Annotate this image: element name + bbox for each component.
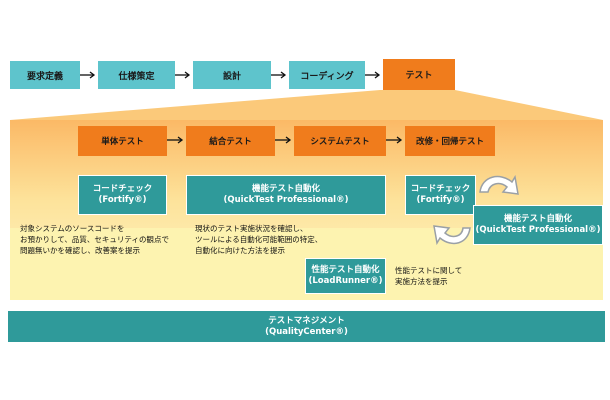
phase-test: テスト [383, 59, 455, 90]
note-line: 問題無いかを確認し、改善案を提示 [20, 246, 140, 255]
note-line: 実施方法を提示 [395, 277, 448, 286]
cycle-arrow-top [479, 174, 519, 195]
tool-code-check-left: コードチェック (Fortify®) [78, 175, 167, 215]
tool-functional-test-right: 機能テスト自動化 (QuickTest Professional®) [473, 205, 603, 245]
tool-name: 性能テスト自動化 [311, 265, 380, 275]
note-line: 自動化に向けた方法を提示 [195, 246, 285, 255]
note-line: 対象システムのソースコードを [20, 224, 125, 233]
phase-coding: コーディング [289, 61, 365, 89]
step-regression-test: 改修・回帰テスト [405, 126, 495, 156]
test-management-bar: テストマネジメント (QualityCenter®) [8, 311, 605, 342]
note-line: ツールによる自動化可能範囲の特定、 [195, 235, 323, 244]
tool-product: (LoadRunner®) [308, 276, 383, 286]
management-name: テストマネジメント [268, 315, 345, 326]
phase-specification: 仕様策定 [98, 61, 175, 89]
note-line: お預かりして、品質、セキュリティの観点で [20, 235, 169, 244]
tool-name: コードチェック [410, 184, 471, 194]
tool-performance-test: 性能テスト自動化 (LoadRunner®) [305, 258, 386, 294]
step-unit-test: 単体テスト [78, 126, 167, 156]
note-performance: 性能テストに関して 実施方法を提示 [395, 265, 462, 287]
phase-arrows [80, 71, 381, 79]
step-system-test: システムテスト [294, 126, 386, 156]
management-product: (QualityCenter®) [265, 326, 348, 337]
tool-product: (Fortify®) [416, 195, 465, 205]
note-code-check: 対象システムのソースコードを お預かりして、品質、セキュリティの観点で 問題無い… [20, 223, 169, 256]
note-line: 性能テストに関して [395, 266, 463, 275]
note-line: 現状のテスト実施状況を確認し、 [195, 224, 308, 233]
tool-product: (Fortify®) [98, 195, 147, 205]
phase-requirements: 要求定義 [10, 61, 80, 89]
tool-name: 機能テスト自動化 [503, 214, 572, 224]
tool-name: コードチェック [92, 184, 153, 194]
phase-design: 設計 [193, 61, 271, 89]
step-integration-test: 結合テスト [186, 126, 275, 156]
tool-product: (QuickTest Professional®) [223, 195, 349, 205]
tool-product: (QuickTest Professional®) [475, 225, 601, 235]
tool-code-check-right: コードチェック (Fortify®) [405, 175, 476, 215]
step-arrows [167, 136, 403, 144]
zoom-funnel [10, 90, 603, 120]
tool-name: 機能テスト自動化 [251, 184, 320, 194]
note-functional: 現状のテスト実施状況を確認し、 ツールによる自動化可能範囲の特定、 自動化に向け… [195, 223, 322, 256]
tool-functional-test: 機能テスト自動化 (QuickTest Professional®) [186, 175, 386, 215]
cycle-arrow-bottom [433, 225, 471, 246]
